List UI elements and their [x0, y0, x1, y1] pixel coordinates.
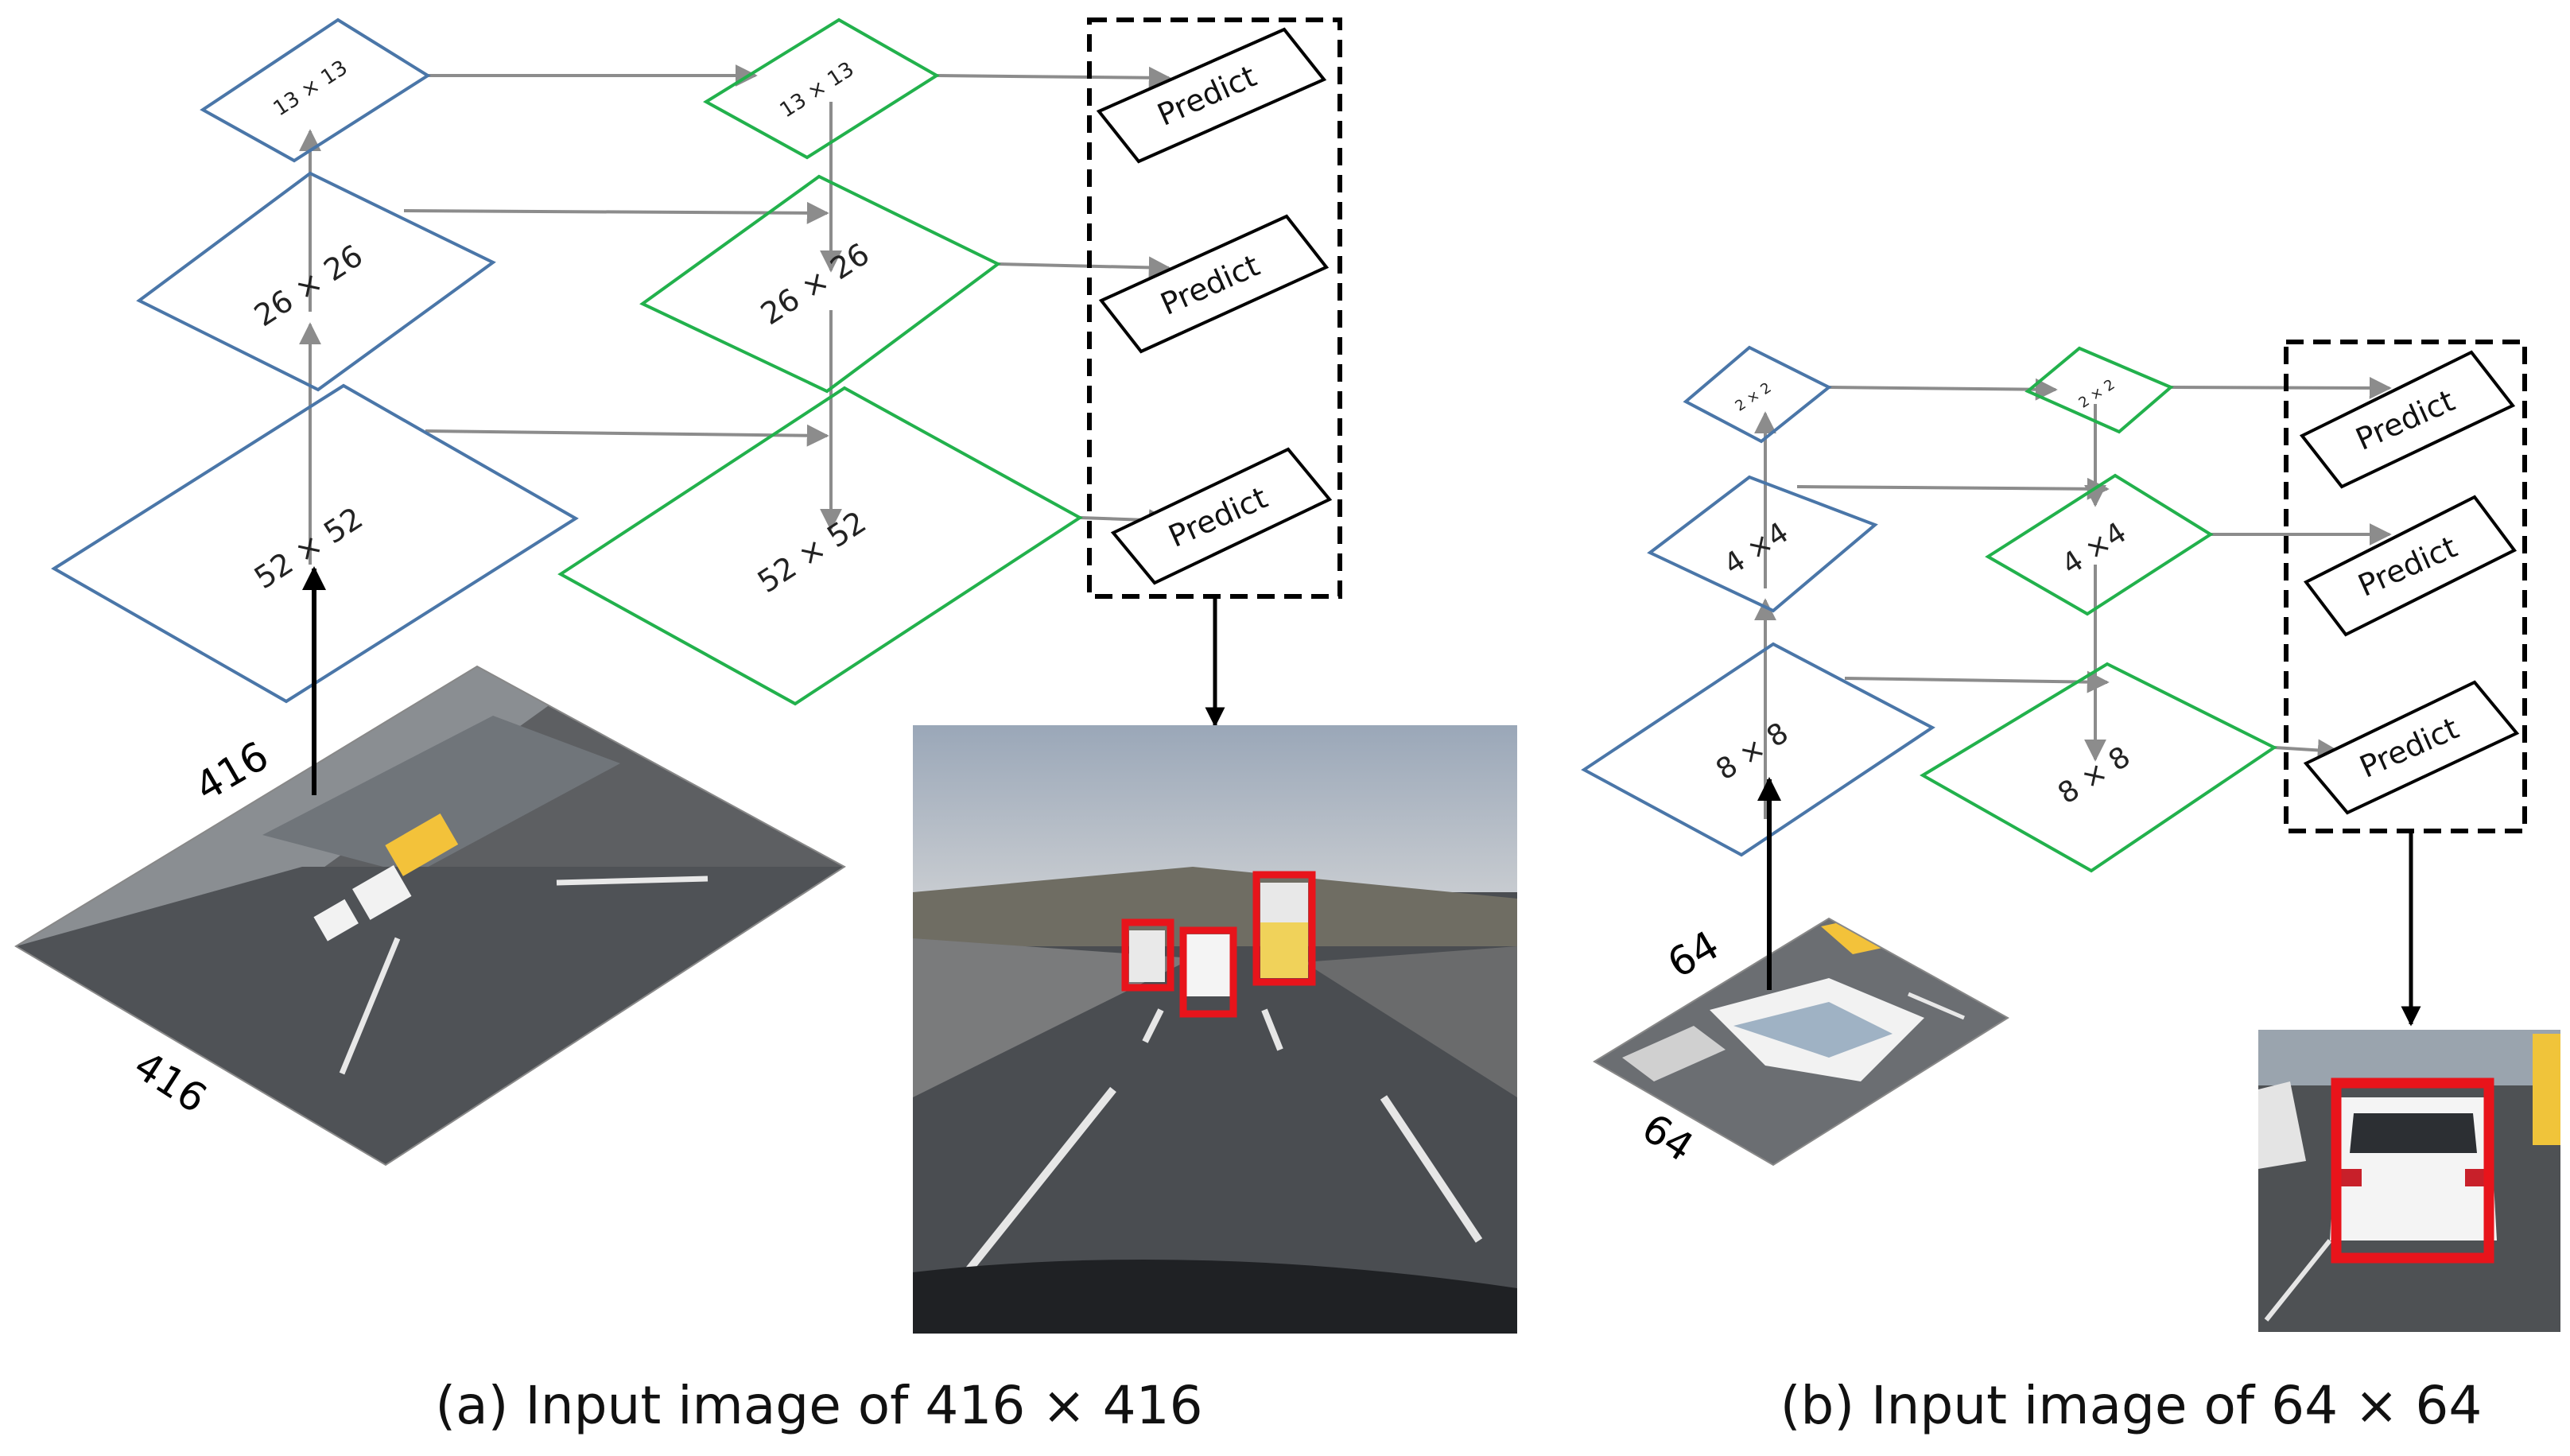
feature-connections-b — [1754, 376, 2392, 819]
neck-52x52-label-a: 52 × 52 — [751, 504, 872, 600]
backbone-4x4-b: 4 ×4 — [1647, 475, 1878, 613]
neck-4x4-b: 4 ×4 — [1985, 473, 2214, 616]
neck-2x2-label-b: 2 × 2 — [2076, 376, 2118, 412]
neck-26x26-label-a: 26 × 26 — [755, 236, 875, 332]
detection-box-1-a — [1121, 918, 1174, 992]
predict-head-1-b: Predict — [2299, 350, 2516, 489]
detection-box-3-a — [1252, 871, 1316, 986]
backbone-2x2-label-b: 2 × 2 — [1733, 379, 1775, 415]
backbone-52x52-label-a: 52 × 52 — [248, 500, 369, 596]
output-image-a — [913, 725, 1517, 1334]
backbone-2x2-b: 2 × 2 — [1683, 345, 1832, 444]
input-width-label-b: 64 — [1660, 922, 1726, 987]
backbone-8x8-label-b: 8 × 8 — [1710, 716, 1794, 786]
predict-head-1-a: Predict — [1096, 27, 1327, 164]
backbone-13x13-label-a: 13 × 13 — [270, 56, 352, 121]
neck-26x26-a: 26 × 26 — [639, 174, 1001, 394]
feature-connections-a — [299, 64, 1171, 565]
predict-group-a — [1087, 17, 1342, 599]
predict-head-2-b: Predict — [2303, 495, 2518, 637]
backbone-13x13-a: 13 × 13 — [200, 17, 431, 163]
neck-8x8-b: 8 × 8 — [1920, 662, 2277, 873]
caption-a: (a) Input image of 416 × 416 — [435, 1375, 1202, 1436]
neck-13x13-label-a: 13 × 13 — [776, 57, 859, 122]
panel-b: 2 × 2 4 ×4 8 × 8 2 × 2 4 ×4 8 × 8 Predic… — [1581, 340, 2560, 1436]
backbone-26x26-label-a: 26 × 26 — [248, 238, 369, 333]
input-image-a — [14, 665, 846, 1167]
detection-box-2-a — [1179, 926, 1237, 1018]
predict-head-2-a: Predict — [1098, 214, 1330, 354]
backbone-8x8-b: 8 × 8 — [1581, 642, 1935, 857]
neck-13x13-a: 13 × 13 — [703, 17, 940, 160]
caption-b: (b) Input image of 64 × 64 — [1780, 1375, 2483, 1436]
panel-a: 13 × 13 26 × 26 52 × 52 13 × 13 26 × 26 … — [14, 17, 1517, 1436]
predict-head-3-b: Predict — [2303, 680, 2520, 815]
output-image-b — [2258, 1030, 2560, 1332]
detection-box-1-b — [2331, 1077, 2494, 1264]
backbone-26x26-a: 26 × 26 — [136, 171, 496, 392]
backbone-4x4-label-b: 4 ×4 — [1718, 516, 1795, 581]
predict-group-b — [2284, 340, 2527, 833]
predict-head-3-a: Predict — [1110, 447, 1333, 585]
